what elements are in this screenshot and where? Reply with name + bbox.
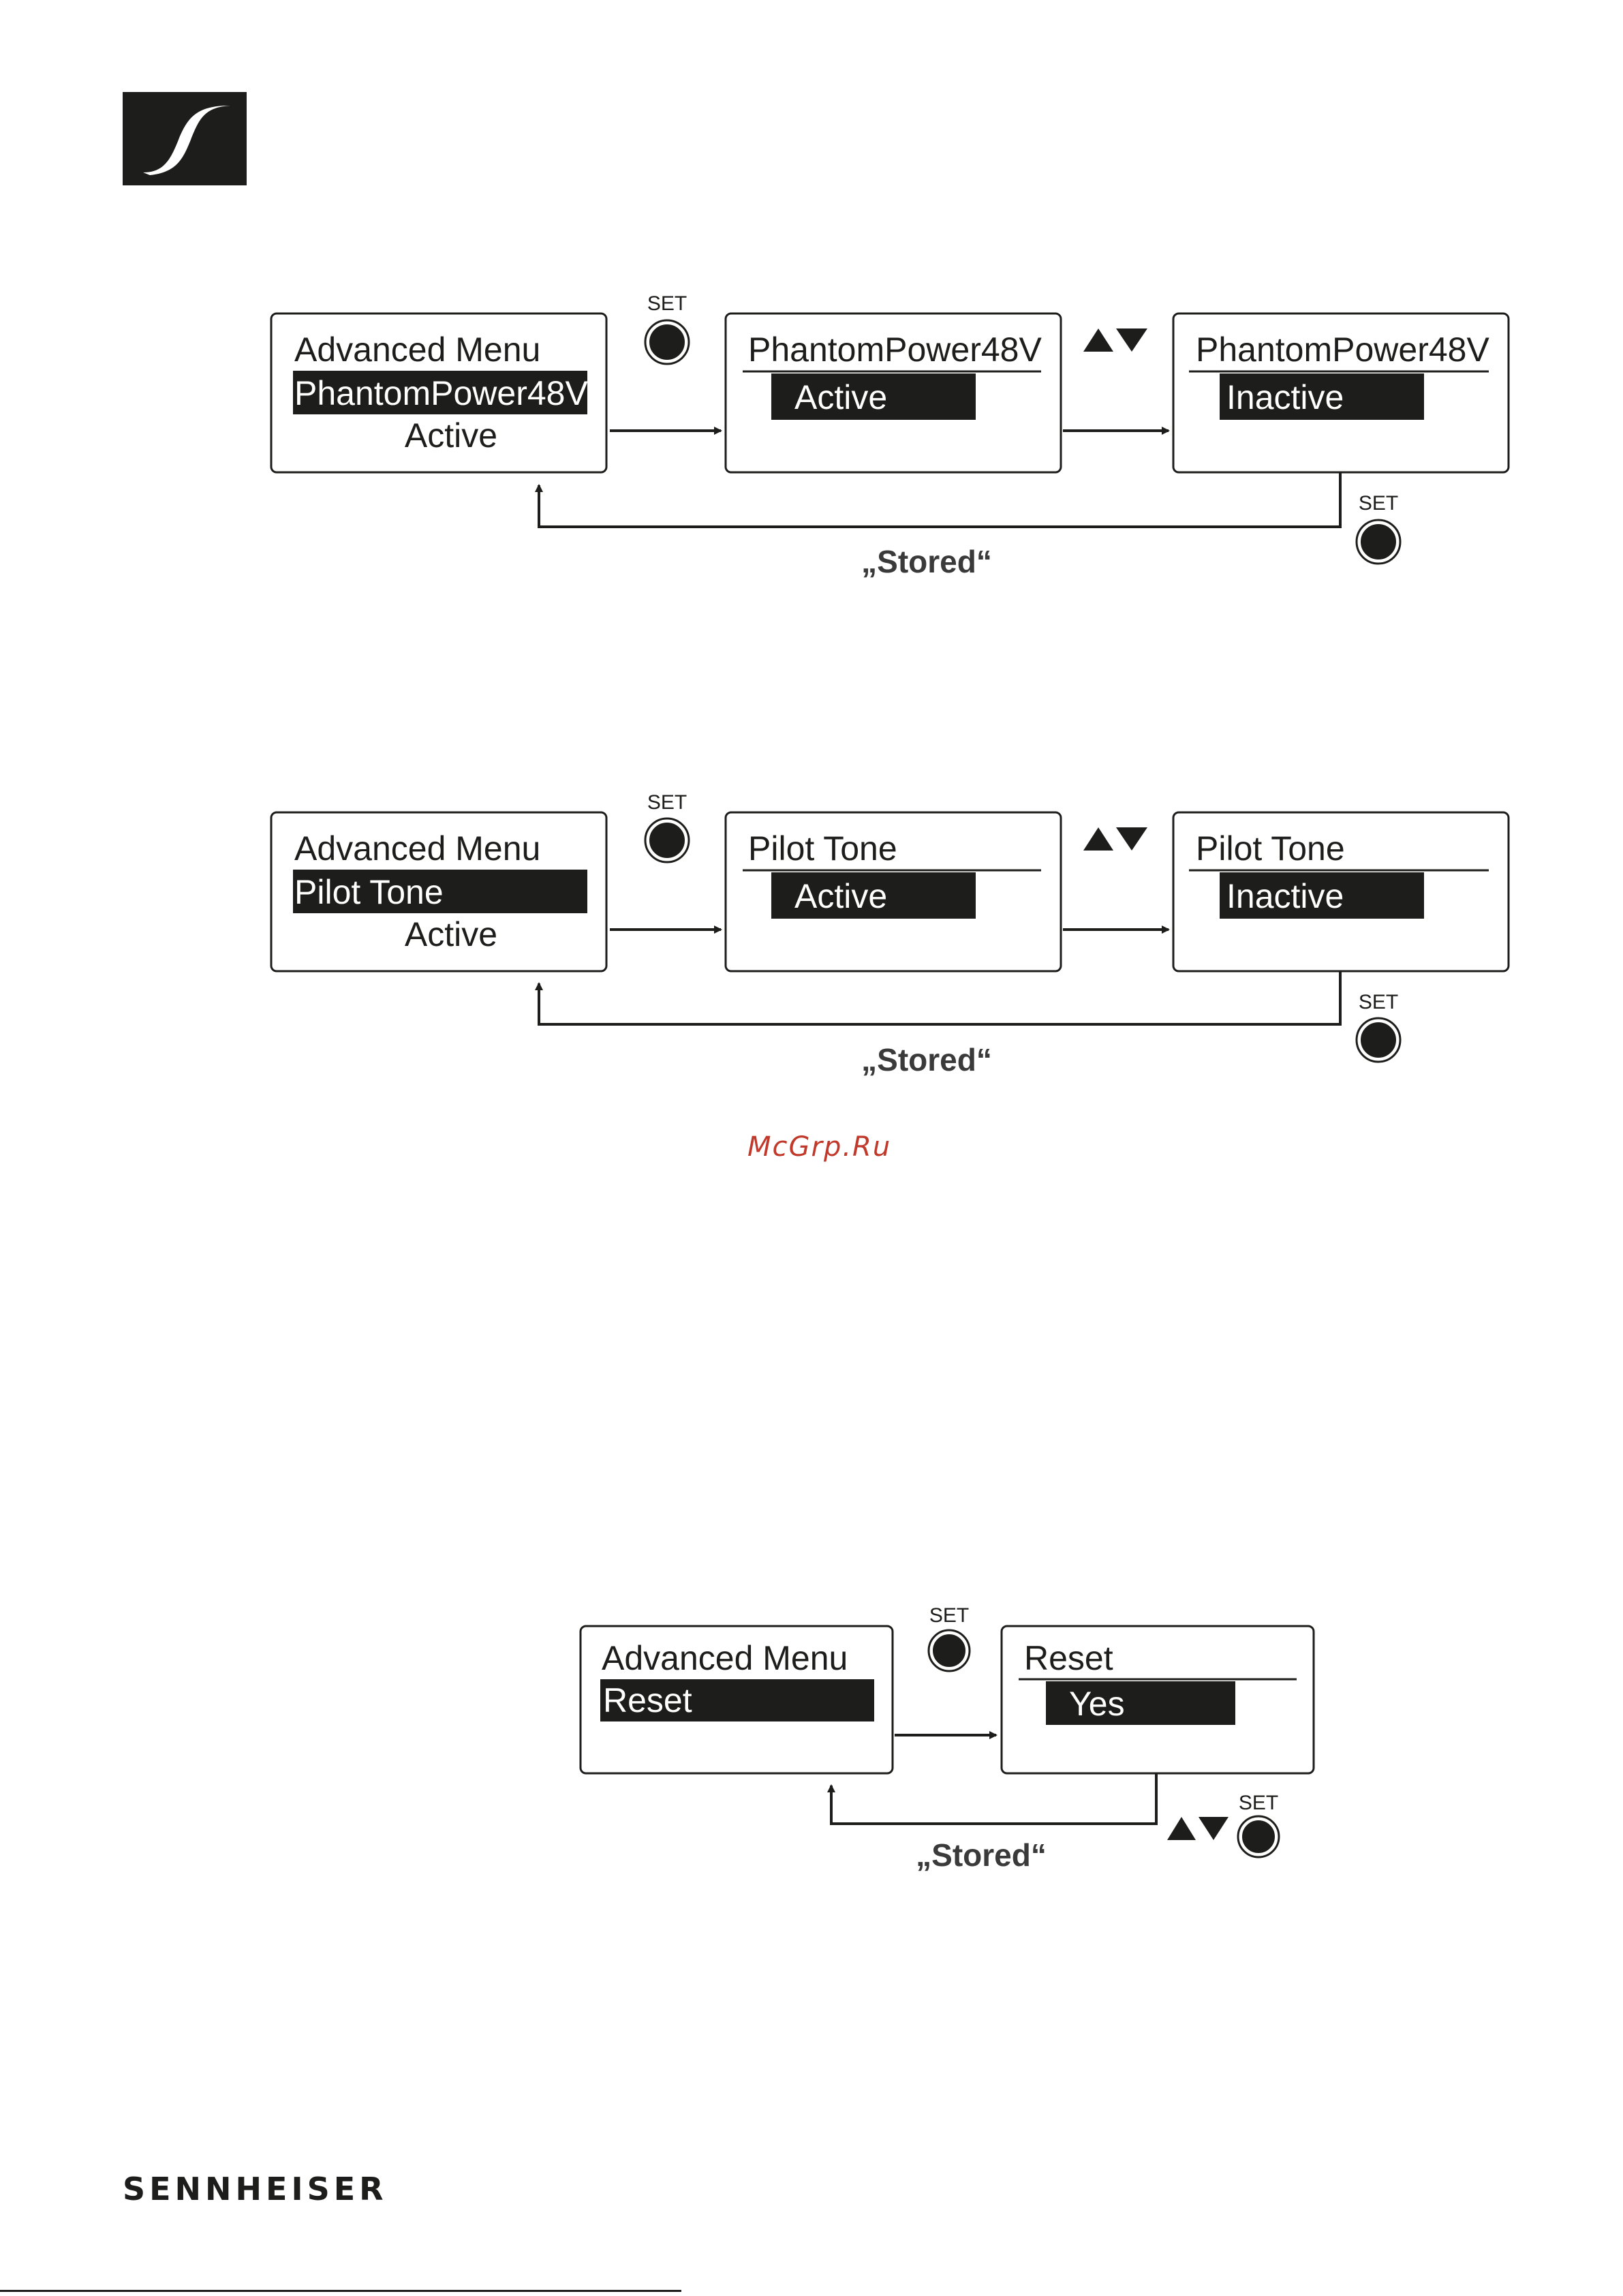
lcd-highlight-text: Active [794,877,887,915]
lcd-value: Active [405,915,497,953]
reset-diagram: Advanced Menu Reset SET Reset Yes SET „S… [581,1604,1314,1873]
set-button-icon [648,821,686,859]
set-label: SET [1359,991,1398,1013]
lcd-highlight-text: Active [794,378,887,416]
stored-label: „Stored“ [861,1042,992,1077]
lcd-value: Active [405,416,497,455]
lcd-highlight-text: Inactive [1226,877,1344,915]
set-label: SET [1359,492,1398,515]
brand-wordmark: SENNHEISER [123,2171,388,2207]
lcd-title: Pilot Tone [748,829,897,868]
lcd-highlight-text: Reset [603,1681,692,1719]
stored-label: „Stored“ [916,1837,1047,1873]
phantom-power-diagram: Advanced Menu PhantomPower48V Active SET… [271,292,1509,579]
lcd-title: Pilot Tone [1196,829,1345,868]
stored-label: „Stored“ [861,544,992,579]
lcd-highlight-text: Inactive [1226,378,1344,416]
set-button-icon [648,323,686,361]
set-button-icon [1359,523,1397,561]
lcd-highlight-text: Yes [1069,1685,1125,1723]
lcd-title: PhantomPower48V [748,331,1042,369]
set-label: SET [1239,1792,1278,1814]
set-button-icon [931,1633,967,1668]
lcd-title: PhantomPower48V [1196,331,1489,369]
watermark-text: McGrp.Ru [747,1131,891,1163]
lcd-highlight-text: PhantomPower48V [294,374,588,412]
up-down-arrows-icon [1083,328,1147,352]
lcd-title: Advanced Menu [294,331,540,369]
return-arrow [539,971,1340,1024]
set-label: SET [647,292,687,315]
lcd-title: Reset [1024,1639,1113,1677]
set-label: SET [647,791,687,814]
pilot-tone-diagram: Advanced Menu Pilot Tone Active SET Pilo… [271,791,1509,1077]
set-button-icon [1359,1021,1397,1059]
footer-divider [0,2290,681,2292]
lcd-highlight-text: Pilot Tone [294,873,444,911]
return-arrow [831,1773,1156,1824]
lcd-title: Advanced Menu [294,829,540,868]
set-label: SET [929,1604,969,1627]
return-arrow [539,472,1340,527]
set-button-icon [1241,1819,1276,1854]
lcd-title: Advanced Menu [602,1639,848,1677]
up-down-arrows-icon [1083,827,1147,851]
up-down-arrows-icon [1167,1817,1228,1840]
